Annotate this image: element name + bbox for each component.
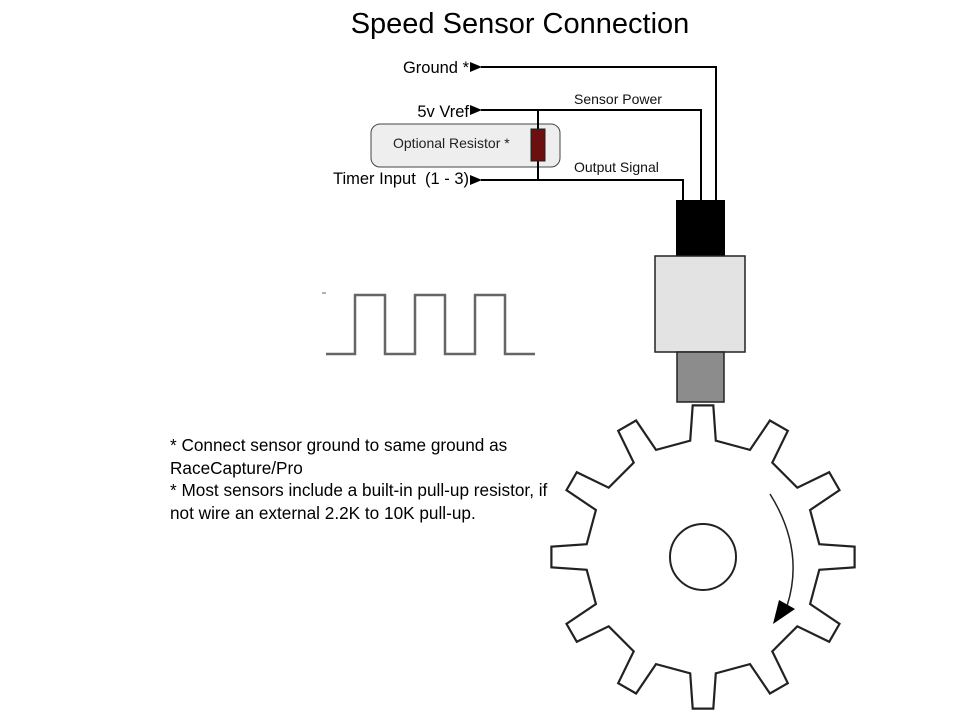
tone-wheel xyxy=(550,404,856,710)
note-pullup: * Most sensors include a built-in pull-u… xyxy=(170,480,548,523)
connection-notes: * Connect sensor ground to same ground a… xyxy=(170,434,550,524)
gear-hub xyxy=(669,523,737,591)
sensor-body xyxy=(654,255,746,353)
rotation-arrowhead-icon xyxy=(773,600,795,624)
diagram-title: Speed Sensor Connection xyxy=(351,8,690,40)
timer-input-label: Timer Input (1 - 3) xyxy=(333,170,469,188)
rotation-arrow xyxy=(769,493,794,607)
resistor-icon xyxy=(530,128,546,162)
sensor-tip xyxy=(676,351,725,403)
note-ground: * Connect sensor ground to same ground a… xyxy=(170,435,508,478)
sensor-connector xyxy=(676,200,725,258)
ground-label: Ground * xyxy=(403,59,470,77)
vref-label: 5v Vref xyxy=(417,103,469,121)
wires xyxy=(470,62,717,202)
sensor-power-wire xyxy=(470,105,702,202)
square-wave-icon xyxy=(322,292,535,356)
ground-wire xyxy=(470,62,717,202)
output-signal-wire xyxy=(470,175,684,202)
optional-resistor-box xyxy=(370,123,561,168)
output-signal-label: Output Signal xyxy=(574,159,659,175)
speed-sensor xyxy=(654,200,746,403)
optional-resistor-label: Optional Resistor * xyxy=(393,135,510,151)
sensor-power-label: Sensor Power xyxy=(574,91,662,107)
